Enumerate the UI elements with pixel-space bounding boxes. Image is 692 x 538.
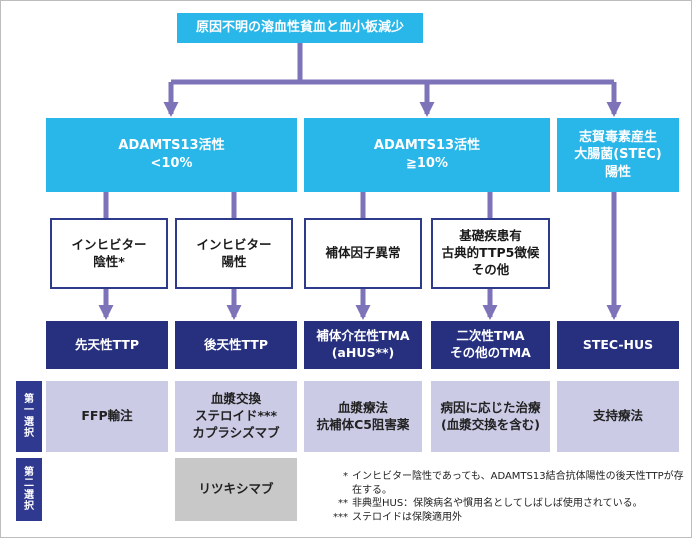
diagnosis-line: 二次性TMA [456,328,525,344]
subgroup-line: 補体因子異常 [325,245,401,261]
subgroup-underlying-disease: 基礎疾患有 古典的TTP5徴候 その他 [431,218,550,289]
footnotes: * インヒビター陰性であっても、ADAMTS13結合抗体陽性の後天性TTPが存在… [318,470,688,524]
second-line-acquired-ttp: リツキシマブ [175,458,297,521]
category-stec-positive: 志賀毒素産生 大腸菌(STEC) 陽性 [557,118,679,192]
subgroup-inhibitor-positive: インヒビター 陽性 [175,218,293,289]
subgroup-line: 基礎疾患有 [459,228,522,244]
treatment-line: 血漿交換 [210,391,261,407]
subgroup-line: 古典的TTP5徴候 [441,245,540,261]
treatment-line: カプラシズマブ [192,424,280,440]
footnote-text: ステロイドは保険適用外 [352,511,462,523]
subgroup-inhibitor-negative: インヒビター 陰性* [50,218,168,289]
first-line-label-char: 選 [24,416,34,428]
category-line: 陽性 [604,164,631,180]
diagnosis-line: STEC-HUS [582,336,654,352]
category-adamts13-high: ADAMTS13活性 ≧10% [304,118,550,192]
diagnosis-line: (aHUS**) [331,345,395,360]
first-line-label-char: 一 [24,405,34,416]
second-line-label-char: 第 [24,466,34,478]
diagnosis-stec-hus: STEC-HUS [557,321,679,369]
category-line: <10% [150,156,193,171]
footnote-mark: * [343,471,348,482]
footnote: * インヒビター陰性であっても、ADAMTS13結合抗体陽性の後天性TTPが存在… [318,470,688,497]
footnote-mark: ** [338,498,348,509]
first-line-label-char: 択 [24,428,34,439]
first-line-complement-tma: 血漿療法 抗補体C5阻害薬 [304,381,422,452]
treatment-line: 抗補体C5阻害薬 [316,416,410,432]
footnote-mark: *** [333,511,348,523]
top-condition-box: 原因不明の溶血性貧血と血小板減少 [177,13,423,43]
category-line: 志賀毒素産生 [578,129,657,145]
first-line-label-char: 第 [24,393,34,405]
category-line: ADAMTS13活性 [118,138,225,154]
diagnosis-congenital-ttp: 先天性TTP [46,321,168,369]
category-adamts13-low: ADAMTS13活性 <10% [46,118,297,192]
footnote-text: インヒビター陰性であっても、ADAMTS13結合抗体陽性の後天性TTPが存在する… [352,471,684,496]
subgroup-line: その他 [471,261,510,277]
first-line-acquired-ttp: 血漿交換 ステロイド*** カプラシズマブ [175,381,297,452]
footnote-text: 非典型HUS：保険病名や慣用名としてしばしば使用されている。 [352,498,643,509]
second-line-label-char: 二 [24,478,34,489]
first-line-stec-hus: 支持療法 [557,381,679,452]
first-line-label: 第 一 選 択 [16,381,42,452]
category-line: 大腸菌(STEC) [574,147,662,163]
diagnosis-acquired-ttp: 後天性TTP [175,321,297,369]
diagnosis-complement-tma: 補体介在性TMA (aHUS**) [304,321,422,369]
subgroup-complement-abnormality: 補体因子異常 [304,218,422,289]
treatment-line: FFP輸注 [81,408,133,424]
diagnosis-line: 先天性TTP [74,336,139,352]
treatment-line: 血漿療法 [337,399,388,415]
diagnosis-line: 補体介在性TMA [316,328,410,344]
diagnosis-line: その他のTMA [450,345,531,360]
category-line: ≧10% [405,156,448,171]
subgroup-line: インヒビター [71,236,147,252]
second-line-label-char: 択 [24,501,34,512]
treatment-line: ステロイド*** [194,408,278,424]
diagnosis-line: 後天性TTP [203,336,268,352]
treatment-line: 病因に応じた治療 [440,399,541,415]
category-line: ADAMTS13活性 [373,138,481,154]
subgroup-line: 陰性* [93,253,125,269]
footnote: *** ステロイドは保険適用外 [318,511,688,525]
treatment-line: 支持療法 [592,408,643,424]
diagnosis-secondary-tma: 二次性TMA その他のTMA [431,321,550,369]
treatment-line: (血漿交換を含む) [441,416,540,432]
top-condition-text: 原因不明の溶血性貧血と血小板減少 [195,20,404,36]
second-line-label: 第 二 選 択 [16,458,42,521]
footnote: ** 非典型HUS：保険病名や慣用名としてしばしば使用されている。 [318,497,688,511]
treatment-line: リツキシマブ [198,481,274,497]
subgroup-line: 陽性 [221,253,247,269]
first-line-congenital-ttp: FFP輸注 [46,381,168,452]
subgroup-line: インヒビター [196,236,272,252]
second-line-label-char: 選 [24,489,34,501]
first-line-secondary-tma: 病因に応じた治療 (血漿交換を含む) [431,381,550,452]
